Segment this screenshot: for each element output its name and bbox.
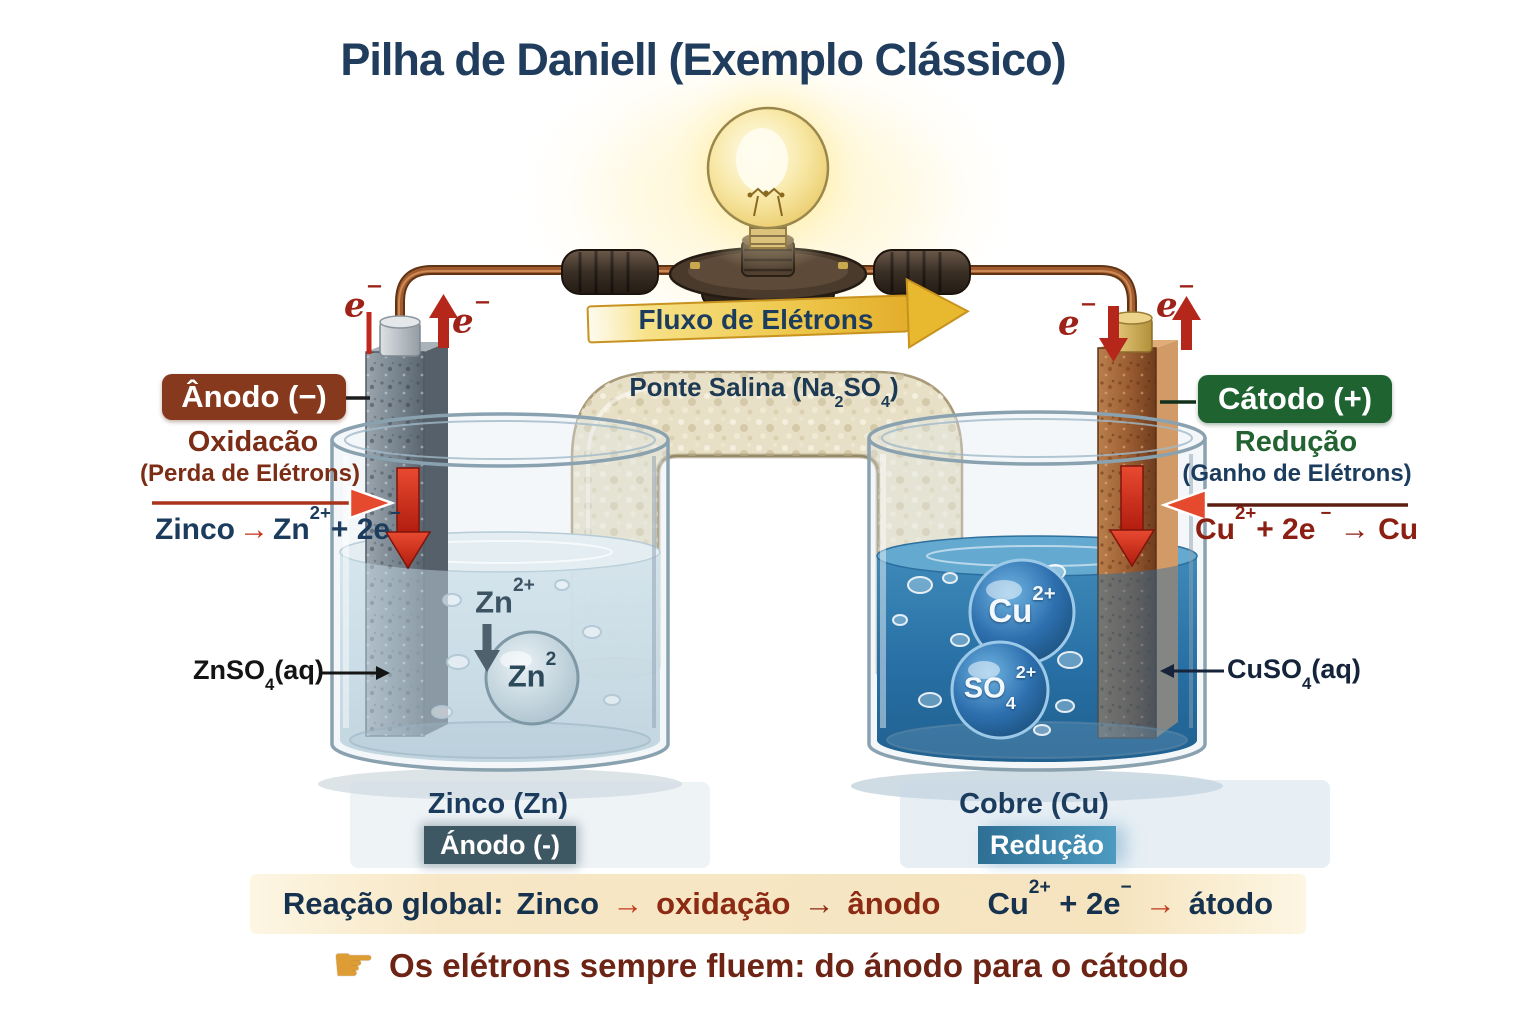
footer-note: ☛ Os elétrons sempre fluem: do ánodo par… [332, 942, 1189, 990]
beaker-glass-fronts [330, 410, 1207, 772]
solution-bubbles [431, 564, 1083, 736]
cathode-process-note: (Ganho de Elétrons) [1182, 460, 1412, 487]
cathode-badge: Cátodo (+) [1198, 375, 1392, 423]
zinc-electrode-caption: Zinco (Zn) [427, 788, 569, 820]
cathode-bottom-badge: Redução [978, 826, 1116, 864]
zinc-ion-bubble-label: Zn2 [507, 649, 557, 694]
global-reaction-anodo: ânodo [847, 886, 941, 921]
page-title: Pilha de Daniell (Exemplo Clássico) [340, 34, 1066, 85]
global-reaction-atodo: átodo [1188, 886, 1274, 921]
anode-process-note: (Perda de Elétrons) [139, 460, 361, 487]
anode-equation-products: Zn2++ 2e− [273, 501, 401, 546]
anode-equation: Zinco→Zn2++ 2e− [155, 501, 401, 546]
electron-flow-arrow [586, 277, 970, 350]
global-reaction-arrow-3: → [1144, 886, 1176, 921]
global-reaction-bar: Reação global: Zinco → oxidação → ânodo … [250, 874, 1306, 934]
zinc-ion-arrow [474, 624, 500, 672]
sulfate-ion-bubble-label: SO42+ [963, 662, 1037, 714]
light-bulb-icon [664, 64, 872, 272]
electron-symbol-right-2: e− [1156, 273, 1196, 326]
zinc-solution-label: ZnSO4(aq) [193, 655, 324, 695]
anode-process-label: Oxidacão [187, 426, 319, 458]
copper-ion-bubble-label: Cu2+ [988, 581, 1056, 629]
global-reaction-cu-part: Cu2+ + 2e− [987, 877, 1132, 921]
cathode-equation: Cu2++ 2e − → Cu [1195, 501, 1419, 546]
anode-bottom-badge: Ánodo (-) [424, 826, 576, 864]
leader-lines [152, 396, 1408, 680]
global-reaction-oxidacao: oxidação [656, 886, 791, 921]
electron-direction-arrows [366, 294, 1201, 362]
footer-note-text: Os elétrons sempre fluem: do ánodo para … [389, 947, 1189, 984]
electron-symbol-left-1: e− [344, 273, 384, 326]
anode-equation-arrow: → [239, 513, 269, 546]
anode-equation-reactant: Zinco [155, 513, 235, 546]
copper-solution-label: CuSO4(aq) [1227, 654, 1361, 694]
global-reaction-zinco: Zinco [516, 886, 600, 921]
electrode-reaction-arrows [384, 465, 1156, 570]
zinc-ion-label: Zn2+ [475, 575, 535, 620]
copper-electrode-caption: Cobre (Cu) [959, 788, 1109, 820]
cathode-process-label: Redução [1234, 426, 1358, 458]
electron-symbol-left-2: e− [452, 289, 492, 342]
anode-badge: Ânodo (−) [162, 374, 346, 420]
pointing-hand-icon: ☛ [332, 939, 376, 992]
electron-symbol-right-1: e− [1058, 291, 1098, 344]
circuit-wire [395, 265, 1137, 332]
ion-bubbles [484, 558, 1076, 740]
global-reaction-label: Reação global: [282, 886, 504, 921]
global-reaction-arrow-1: → [612, 886, 644, 921]
electron-flow-label: Fluxo de Elétrons [638, 304, 874, 335]
global-reaction-arrow-2: → [803, 886, 835, 921]
salt-bridge-label: Ponte Salina (Na2SO4) [629, 372, 899, 411]
